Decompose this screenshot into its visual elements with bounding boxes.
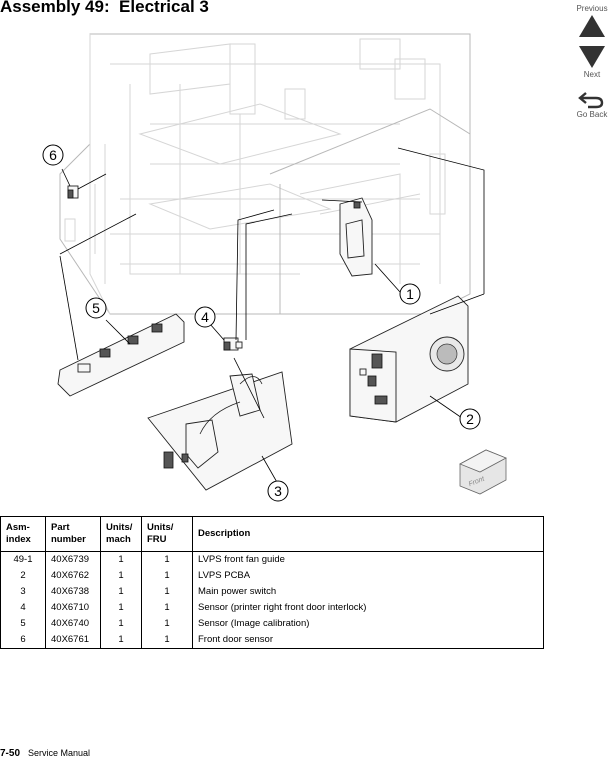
svg-text:5: 5 <box>92 300 100 316</box>
svg-text:2: 2 <box>466 411 474 427</box>
previous-button[interactable]: Previous <box>572 4 608 39</box>
cell-units-mach: 1 <box>100 632 142 649</box>
svg-text:1: 1 <box>406 286 414 302</box>
cell-part-number: 40X6739 <box>45 551 101 568</box>
cell-part-number: 40X6710 <box>45 600 101 616</box>
header-units-fru: Units/FRU <box>141 516 193 552</box>
cell-units-mach: 1 <box>100 568 142 584</box>
header-units-mach: Units/mach <box>100 516 142 552</box>
table-row: 2 40X6762 1 1 LVPS PCBA <box>0 568 544 584</box>
cell-description: Sensor (printer right front door interlo… <box>192 600 544 616</box>
table-row: 49-1 40X6739 1 1 LVPS front fan guide <box>0 551 544 568</box>
printer-frame <box>59 33 471 315</box>
header-asm-index: Asm-index <box>0 516 46 552</box>
arrow-up-icon <box>579 15 605 37</box>
return-arrow-icon <box>578 92 604 109</box>
cell-asm-index: 2 <box>0 568 46 584</box>
cell-part-number: 40X6762 <box>45 568 101 584</box>
svg-text:3: 3 <box>274 483 282 499</box>
next-label: Next <box>583 70 601 79</box>
previous-label: Previous <box>576 4 608 13</box>
cell-units-fru: 1 <box>141 568 193 584</box>
cell-units-mach: 1 <box>100 584 142 600</box>
cell-units-fru: 1 <box>141 584 193 600</box>
cell-units-mach: 1 <box>100 551 142 568</box>
cell-description: Sensor (Image calibration) <box>192 616 544 632</box>
page-footer: 7-50 Service Manual <box>0 748 90 759</box>
go-back-label: Go Back <box>576 110 608 119</box>
exploded-view-diagram: Front 1 2 3 4 5 6 <box>42 33 507 502</box>
cell-units-mach: 1 <box>100 616 142 632</box>
callout-5: 5 <box>85 297 107 319</box>
cell-units-fru: 1 <box>141 632 193 649</box>
part-interlock-sensor <box>209 323 243 351</box>
front-orientation-box: Front <box>459 449 507 495</box>
cell-part-number: 40X6738 <box>45 584 101 600</box>
table-row: 4 40X6710 1 1 Sensor (printer right fron… <box>0 600 544 616</box>
cell-description: Front door sensor <box>192 632 544 649</box>
next-button[interactable]: Next <box>572 44 608 79</box>
cell-asm-index: 6 <box>0 632 46 649</box>
callout-3: 3 <box>267 480 289 502</box>
cell-part-number: 40X6740 <box>45 616 101 632</box>
cell-asm-index: 49-1 <box>0 551 46 568</box>
header-description: Description <box>192 516 544 552</box>
callout-1: 1 <box>399 283 421 305</box>
cell-description: Main power switch <box>192 584 544 600</box>
table-row: 6 40X6761 1 1 Front door sensor <box>0 632 544 649</box>
manual-name: Service Manual <box>28 748 91 758</box>
table-row: 3 40X6738 1 1 Main power switch <box>0 584 544 600</box>
cell-asm-index: 3 <box>0 584 46 600</box>
cell-units-fru: 1 <box>141 616 193 632</box>
cell-asm-index: 5 <box>0 616 46 632</box>
svg-text:6: 6 <box>49 147 57 163</box>
table-row: 5 40X6740 1 1 Sensor (Image calibration) <box>0 616 544 632</box>
cell-units-fru: 1 <box>141 551 193 568</box>
page-title: Assembly 49: Electrical 3 <box>0 0 209 16</box>
part-image-calibration-sensor <box>57 313 185 397</box>
svg-text:4: 4 <box>201 309 209 325</box>
assembly-connection-lines <box>59 147 485 419</box>
go-back-button[interactable]: Go Back <box>572 88 608 119</box>
cell-description: LVPS PCBA <box>192 568 544 584</box>
cell-units-mach: 1 <box>100 600 142 616</box>
callout-2: 2 <box>459 408 481 430</box>
callout-4: 4 <box>194 306 216 328</box>
cell-description: LVPS front fan guide <box>192 551 544 568</box>
cell-part-number: 40X6761 <box>45 632 101 649</box>
part-main-power-switch <box>147 371 293 491</box>
arrow-down-icon <box>579 46 605 68</box>
cell-units-fru: 1 <box>141 600 193 616</box>
part-fan-guide <box>339 197 401 293</box>
page-number: 7-50 <box>0 748 21 759</box>
callout-6: 6 <box>42 144 64 166</box>
cell-asm-index: 4 <box>0 600 46 616</box>
part-lvps-pcba <box>349 295 469 423</box>
part-front-door-sensor <box>61 168 79 199</box>
